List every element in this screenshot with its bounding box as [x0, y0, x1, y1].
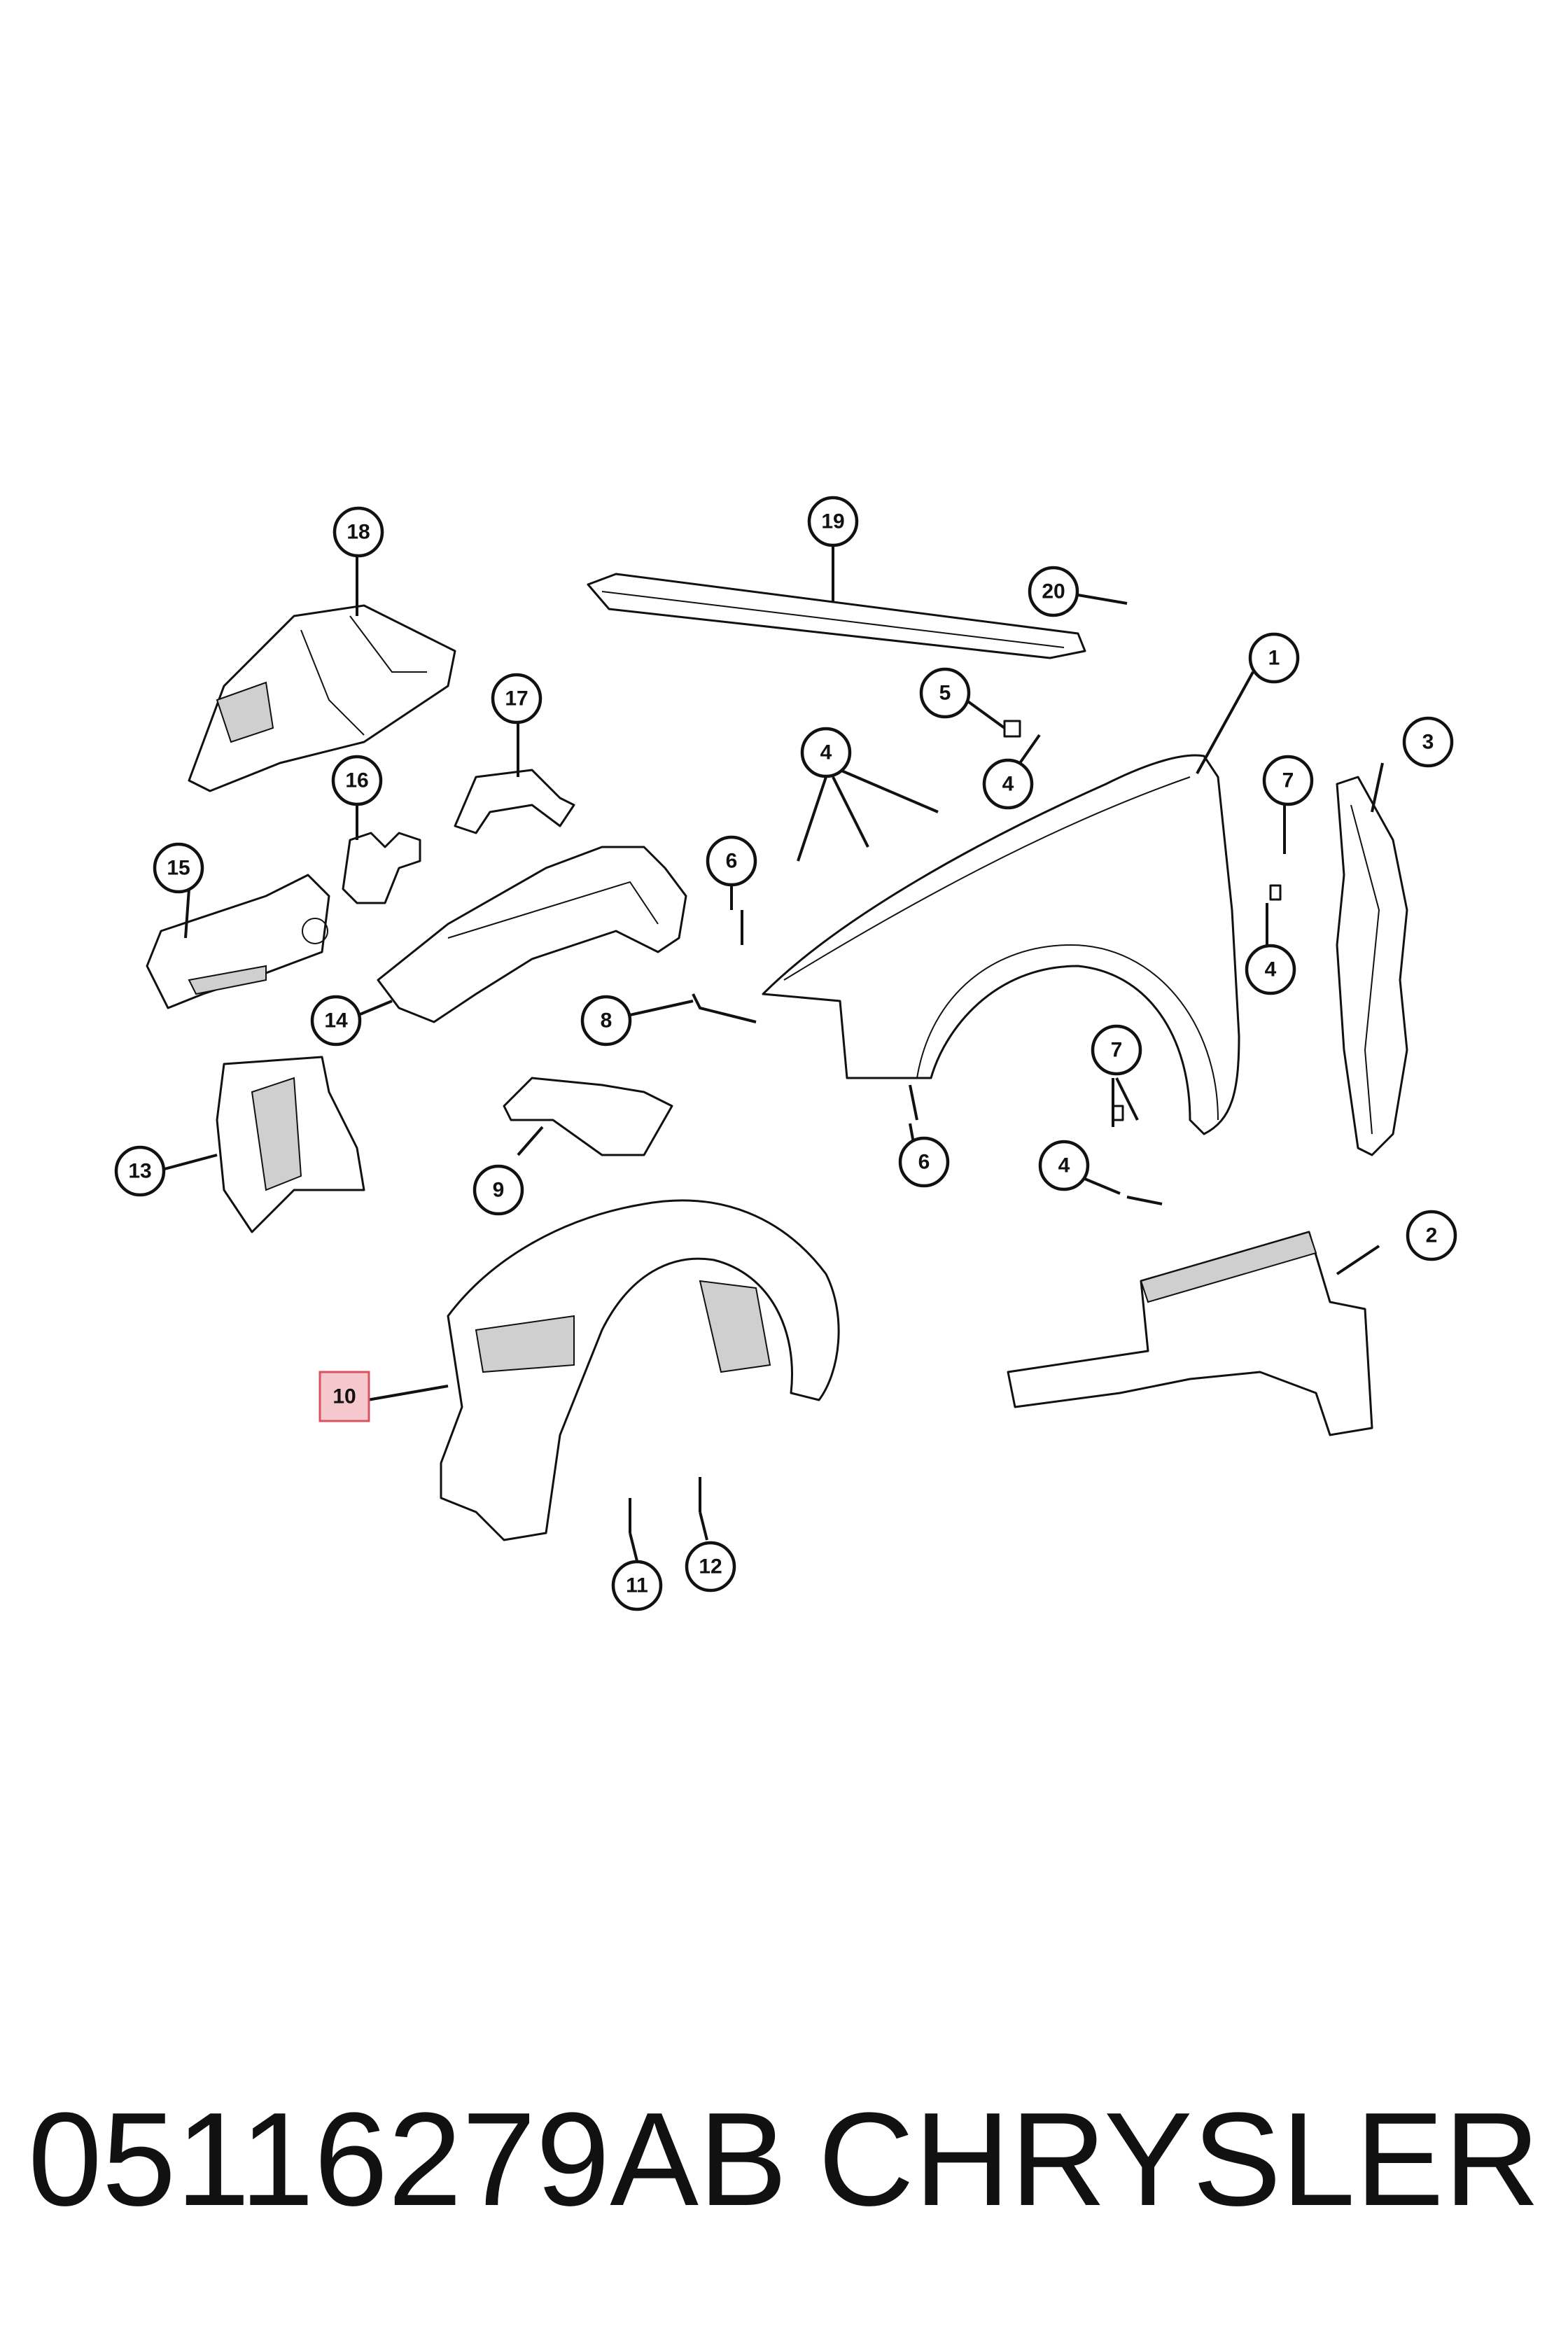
callout-12: 12: [685, 1541, 736, 1592]
svg-text:16: 16: [345, 769, 368, 792]
callout-3: 3: [1402, 716, 1454, 768]
leader-lines: [164, 539, 1384, 1562]
svg-text:13: 13: [128, 1160, 151, 1183]
svg-text:4: 4: [1058, 1154, 1070, 1177]
callout-19: 19: [807, 496, 859, 547]
callout-17: 17: [491, 673, 542, 724]
svg-text:7: 7: [1282, 769, 1294, 792]
part-1-fender: [762, 754, 1240, 1135]
callout-11: 11: [611, 1560, 663, 1611]
callout-4-b: 4: [982, 758, 1034, 810]
highlight-marker: [318, 1371, 370, 1422]
part-caption: 05116279AB CHRYSLER: [28, 2076, 1540, 2244]
callout-10: 10: [332, 1385, 356, 1408]
callout-15: 15: [153, 842, 204, 894]
brand-name: CHRYSLER: [818, 2085, 1540, 2234]
part-14-rail: [377, 846, 687, 1023]
part-10-wheel-liner: [440, 1199, 840, 1541]
part-8-rod: [692, 993, 757, 1023]
svg-text:15: 15: [167, 857, 190, 880]
part-2-block: [1007, 1231, 1373, 1436]
part-3-panel: [1336, 776, 1408, 1156]
svg-text:17: 17: [505, 687, 528, 710]
callout-5: 5: [919, 667, 971, 719]
svg-text:14: 14: [324, 1009, 348, 1032]
callout-16: 16: [331, 755, 383, 806]
svg-text:11: 11: [626, 1574, 648, 1597]
svg-text:18: 18: [346, 521, 370, 544]
callout-9: 9: [472, 1164, 524, 1216]
svg-text:9: 9: [493, 1179, 505, 1202]
exploded-parts-diagram: 1 2 3 4 4 4 4 5 6 6 7 7 8 9 10 11 12 13 …: [114, 496, 1457, 1611]
callout-6-a: 6: [706, 835, 757, 887]
callout-4-d: 4: [1038, 1140, 1090, 1191]
part-number: 05116279AB: [28, 2085, 788, 2234]
svg-text:8: 8: [601, 1009, 612, 1032]
part-13-shield: [216, 1056, 365, 1233]
fasteners: [629, 720, 1282, 1533]
svg-text:12: 12: [699, 1555, 722, 1578]
callout-7-a: 7: [1262, 755, 1314, 806]
svg-text:3: 3: [1422, 731, 1434, 754]
svg-text:19: 19: [821, 510, 844, 533]
svg-text:4: 4: [820, 741, 832, 764]
svg-text:1: 1: [1268, 647, 1280, 670]
svg-text:20: 20: [1042, 580, 1065, 603]
callout-8: 8: [580, 995, 632, 1046]
callout-13: 13: [114, 1145, 166, 1197]
svg-text:5: 5: [939, 682, 951, 705]
part-15-panel: [146, 874, 330, 1009]
part-9-bracket: [503, 1077, 673, 1156]
callout-2: 2: [1406, 1210, 1457, 1261]
part-17-bracket: [454, 769, 575, 834]
svg-text:7: 7: [1111, 1039, 1123, 1062]
svg-text:6: 6: [726, 850, 738, 873]
callout-20: 20: [1028, 566, 1079, 617]
part-19-cross-member: [587, 573, 1086, 659]
callout-14: 14: [310, 995, 362, 1046]
part-18-bracket: [188, 604, 456, 792]
svg-text:10: 10: [332, 1385, 356, 1408]
svg-text:4: 4: [1002, 773, 1014, 796]
callout-18: 18: [332, 506, 384, 558]
svg-text:4: 4: [1265, 958, 1277, 981]
callout-1: 1: [1248, 632, 1300, 684]
callout-7-b: 7: [1091, 1024, 1142, 1076]
svg-text:2: 2: [1426, 1224, 1438, 1247]
callout-6-b: 6: [898, 1136, 950, 1188]
svg-text:6: 6: [918, 1151, 930, 1174]
callout-4-c: 4: [1245, 944, 1296, 995]
callout-4-a: 4: [800, 727, 852, 778]
part-16-bracket: [342, 832, 421, 904]
